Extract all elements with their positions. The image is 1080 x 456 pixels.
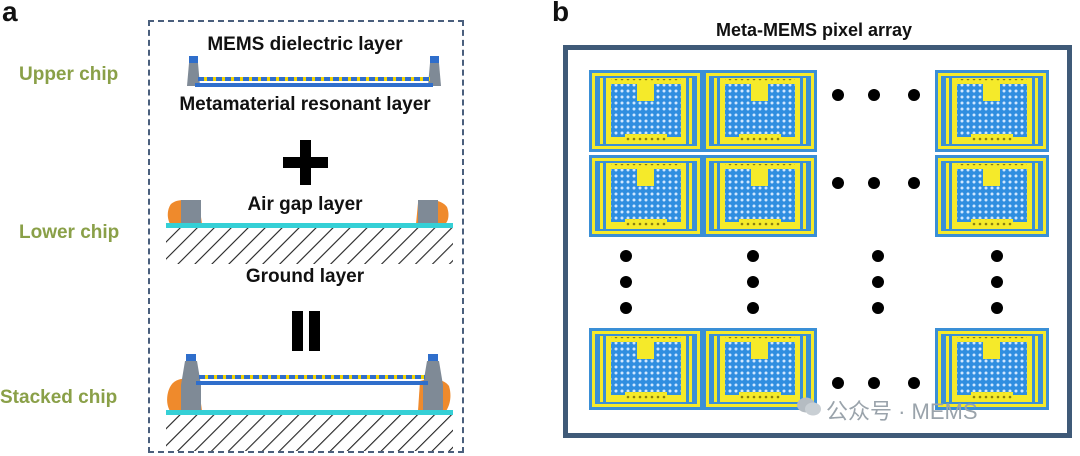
stacked-chip-drawing — [166, 354, 453, 451]
lower-ground-line — [166, 223, 453, 228]
ellipsis-dots — [620, 89, 1003, 389]
stacked-substrate — [166, 415, 453, 451]
upper-left-pillar — [187, 56, 200, 86]
upper-chip-drawing — [187, 56, 441, 87]
stacked-right-pillar — [423, 354, 443, 410]
stacked-left-pillar — [181, 354, 201, 410]
lower-chip-drawing — [166, 200, 453, 264]
equals-sign — [292, 311, 320, 351]
lower-left-block — [181, 200, 201, 224]
pixel-r2-c1 — [589, 155, 703, 237]
stacked-membrane-base — [196, 381, 428, 385]
upper-membrane-base — [195, 83, 433, 87]
lower-substrate — [166, 228, 453, 264]
pixel-r2-c4 — [935, 155, 1049, 237]
panel-a-dashed-frame — [148, 20, 464, 453]
stacked-chip-label: Stacked chip — [0, 387, 118, 408]
stacked-ground-line — [166, 410, 453, 415]
pixel-r1-c1 — [589, 70, 703, 152]
pixel-r1-c4 — [935, 70, 1049, 152]
panel-a-drawing — [166, 56, 453, 451]
lower-chip-label: Lower chip — [19, 222, 120, 243]
pixel-r2-c2 — [703, 155, 817, 237]
metamaterial-label: Metamaterial resonant layer — [179, 94, 431, 115]
ground-label: Ground layer — [245, 266, 365, 287]
pixel-r1-c2 — [703, 70, 817, 152]
upper-right-pillar — [428, 56, 441, 86]
mems-dielectric-label: MEMS dielectric layer — [207, 34, 403, 55]
array-title: Meta-MEMS pixel array — [715, 20, 913, 40]
pixel-r4-c1 — [589, 328, 703, 410]
air-gap-label: Air gap layer — [247, 194, 363, 215]
pixel-array — [589, 70, 1049, 410]
wechat-icon — [796, 396, 822, 418]
watermark-text: 公众号 · MEMS — [826, 399, 978, 424]
panel-a-letter: a — [2, 0, 18, 27]
pixel-array-frame — [563, 45, 1072, 438]
panel-b-letter: b — [552, 0, 570, 27]
plus-sign — [283, 140, 328, 185]
upper-chip-label: Upper chip — [19, 64, 119, 85]
lower-right-block — [418, 200, 438, 224]
